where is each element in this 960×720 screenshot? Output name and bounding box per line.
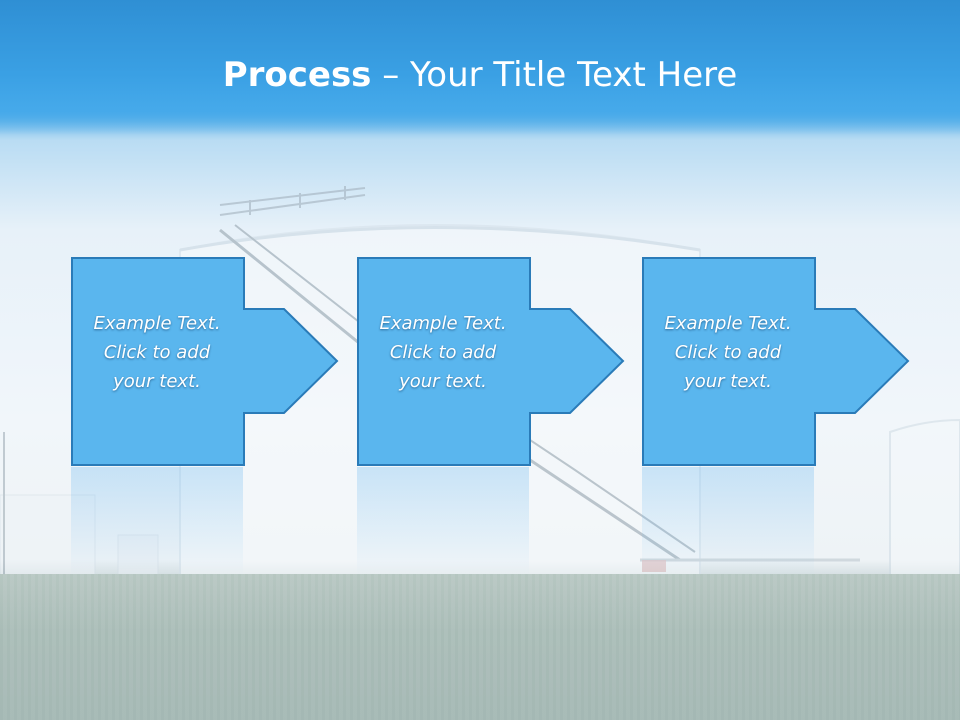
step-reflection [71,467,243,577]
step-reflection [357,467,529,577]
process-step-3[interactable]: Example Text. Click to add your text. [642,257,922,577]
step-text[interactable]: Example Text. Click to add your text. [93,313,221,392]
step-arrow-box [642,257,910,466]
process-step-1[interactable]: Example Text. Click to add your text. [71,257,351,577]
step-text[interactable]: Example Text. Click to add your text. [379,313,507,392]
header-band [0,0,960,135]
title-rest: – Your Title Text Here [371,55,738,95]
step-arrow-box [357,257,625,466]
step-reflection [642,467,814,577]
process-step-2[interactable]: Example Text. Click to add your text. [357,257,637,577]
grass-field [0,574,960,720]
step-arrow-box [71,257,339,466]
slide-title[interactable]: Process – Your Title Text Here [0,50,960,100]
title-bold: Process [222,55,372,95]
step-text[interactable]: Example Text. Click to add your text. [664,313,792,392]
